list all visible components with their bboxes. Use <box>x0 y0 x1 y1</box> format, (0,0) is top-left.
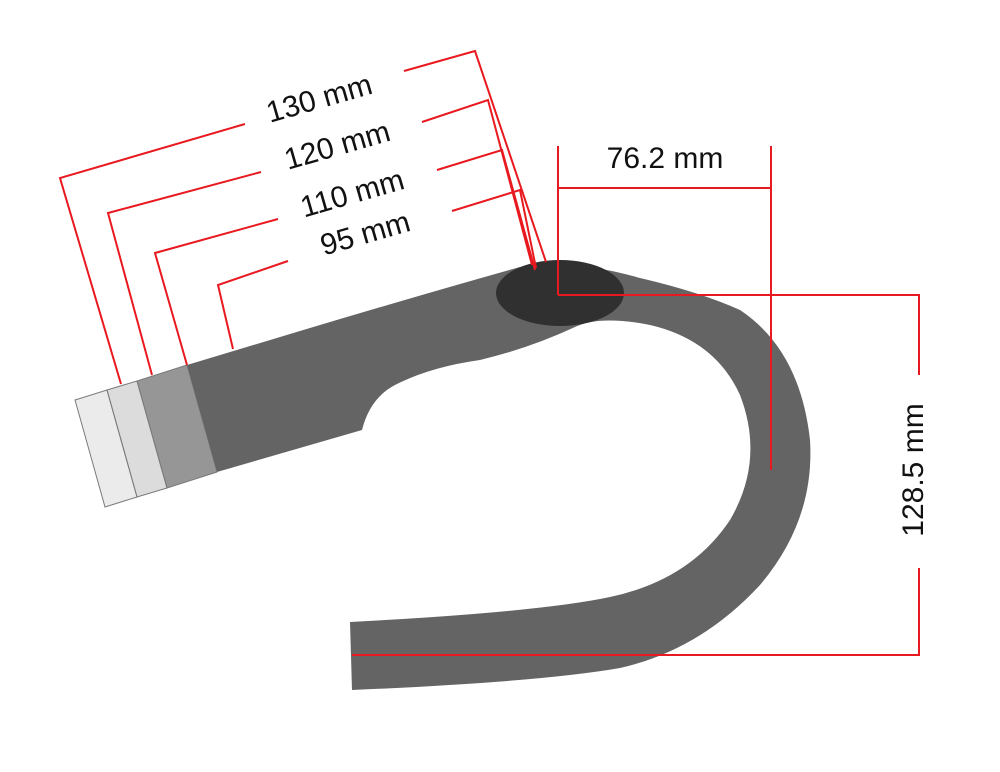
bar-reach-label: 76.2 mm <box>607 142 724 175</box>
bar-drop-dimension: 128.5 mm <box>352 294 930 656</box>
stem-segment-120 <box>107 381 167 497</box>
stem-length-labels: 130 mm 120 mm 110 mm 95 mm <box>263 68 414 262</box>
bar-reach-dimension: 76.2 mm <box>557 142 772 470</box>
stem-length-label-120: 120 mm <box>281 115 394 177</box>
stem-length-dimension-lines <box>58 49 547 385</box>
stem-segment-130 <box>75 390 137 507</box>
handlebar-body <box>187 264 811 690</box>
stem-segment-110 <box>137 365 217 488</box>
stem-clamp <box>496 260 624 326</box>
bar-drop-label: 128.5 mm <box>897 403 930 536</box>
stem-length-label-130: 130 mm <box>263 68 376 130</box>
